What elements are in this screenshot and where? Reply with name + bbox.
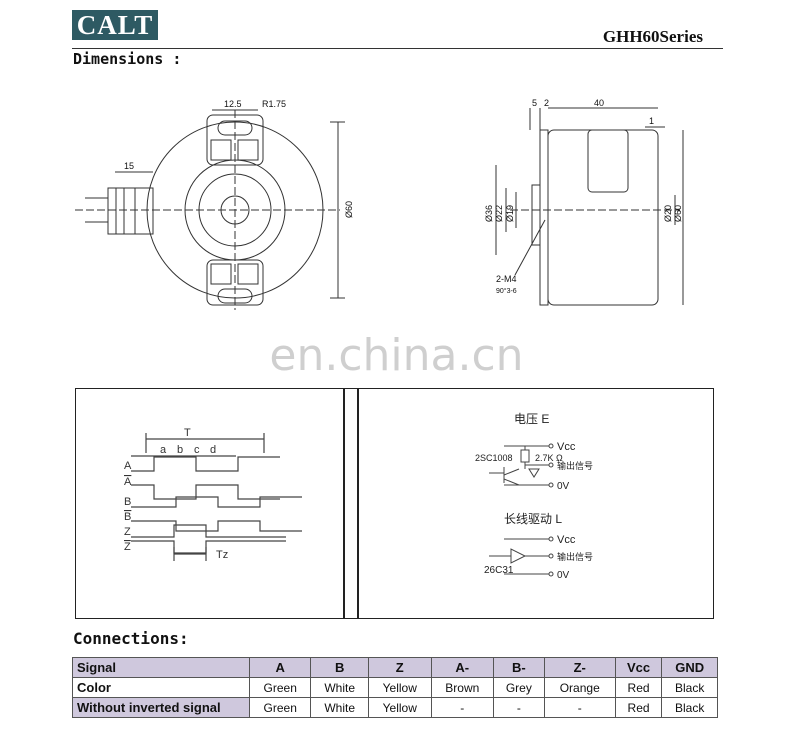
dim-thread-angle: 90°3-6 — [496, 287, 517, 295]
dim-d22: Ø22 — [494, 205, 504, 222]
dim-40: 40 — [594, 98, 604, 108]
panel-divider — [344, 388, 358, 619]
table-cell: Grey — [492, 677, 545, 698]
circuit-panel: 电压 E Vcc 2SC1008 2.7K Ω 输出信号 0V 长线驱动 L V… — [358, 388, 714, 619]
table-cell: Brown — [430, 677, 494, 698]
line-driver-vcc: Vcc — [557, 534, 576, 546]
header-signal: Signal — [72, 657, 250, 678]
timing-tz: Tz — [216, 549, 228, 561]
line-driver-chip: 26C31 — [484, 565, 514, 576]
dim-cable: 15 — [124, 161, 134, 171]
voltage-output: 输出信号 — [557, 460, 593, 471]
timing-period: T — [184, 427, 191, 439]
header-cell: B — [310, 657, 369, 678]
connections-heading: Connections: — [73, 629, 189, 648]
header-rule — [72, 48, 723, 49]
table-cell: Red — [614, 677, 663, 698]
header-cell: Z — [367, 657, 432, 678]
header-cell: Z- — [543, 657, 616, 678]
dim-d20: Ø20 — [663, 205, 673, 222]
line-driver-title: 长线驱动 L — [504, 512, 562, 526]
voltage-title: 电压 E — [514, 412, 549, 426]
brand-text: CALT — [76, 9, 154, 40]
table-cell: Green — [248, 677, 312, 698]
header-cell: GND — [661, 657, 718, 678]
header-cell: A — [248, 657, 312, 678]
output-circuits: 电压 E Vcc 2SC1008 2.7K Ω 输出信号 0V 长线驱动 L V… — [475, 412, 593, 581]
voltage-vcc: Vcc — [557, 441, 576, 453]
row-label: Without inverted signal — [72, 697, 250, 718]
line-driver-output: 输出信号 — [557, 551, 593, 562]
timing-signal-z-bar: Z — [124, 541, 131, 553]
table-cell: Green — [248, 697, 312, 718]
table-cell: Black — [661, 697, 718, 718]
table-cell: Yellow — [367, 697, 432, 718]
brand-logo: CALT — [72, 10, 158, 40]
dim-5: 5 — [532, 98, 537, 108]
series-title: GHH60Series — [602, 27, 703, 46]
timing-phase-c: c — [194, 444, 200, 456]
dim-radius: R1.75 — [262, 99, 286, 109]
watermark: en.china.cn — [269, 330, 524, 381]
header-cell: B- — [492, 657, 545, 678]
timing-signal-a: A — [124, 460, 132, 472]
timing-signal-b-bar: B — [124, 511, 131, 523]
dim-1: 1 — [649, 116, 654, 126]
header-cell: Vcc — [614, 657, 663, 678]
header-cell: A- — [430, 657, 494, 678]
timing-phase-b: b — [177, 444, 183, 456]
voltage-ground: 0V — [557, 481, 570, 492]
timing-phase-d: d — [210, 444, 216, 456]
timing-signal-a-bar: A — [124, 476, 132, 488]
table-cell: - — [543, 697, 616, 718]
table-cell: White — [310, 677, 369, 698]
table-cell: - — [430, 697, 494, 718]
dim-2: 2 — [544, 98, 549, 108]
timing-diagram-panel: T a b c d A A B B Z Z Tz — [75, 388, 344, 619]
line-driver-ground: 0V — [557, 570, 570, 581]
timing-signal-z: Z — [124, 526, 131, 538]
dim-diameter: Ø60 — [344, 201, 354, 218]
front-view — [75, 109, 345, 310]
voltage-resistor: 2.7K Ω — [535, 453, 563, 463]
side-view — [495, 107, 684, 306]
table-cell: - — [492, 697, 545, 718]
dim-thread: 2-M4 — [496, 274, 517, 284]
table-cell: White — [310, 697, 369, 718]
table-cell: Red — [614, 697, 663, 718]
table-cell: Yellow — [367, 677, 432, 698]
row-label: Color — [72, 677, 250, 698]
dim-d36: Ø36 — [484, 205, 494, 222]
timing-phase-a: a — [160, 444, 167, 456]
dimension-drawings: 12.5 R1.75 15 Ø60 5 2 40 1 Ø36 Ø22 Ø19 Ø… — [75, 98, 684, 310]
dim-width: 12.5 — [224, 99, 242, 109]
voltage-transistor: 2SC1008 — [475, 453, 513, 463]
timing-diagram: T a b c d A A B B Z Z Tz — [124, 427, 302, 561]
dim-d19: Ø19 — [505, 205, 515, 222]
dimensions-heading: Dimensions : — [73, 50, 182, 68]
timing-signal-b: B — [124, 496, 131, 508]
table-cell: Black — [661, 677, 718, 698]
table-cell: Orange — [543, 677, 616, 698]
dim-d60: Ø60 — [673, 205, 683, 222]
